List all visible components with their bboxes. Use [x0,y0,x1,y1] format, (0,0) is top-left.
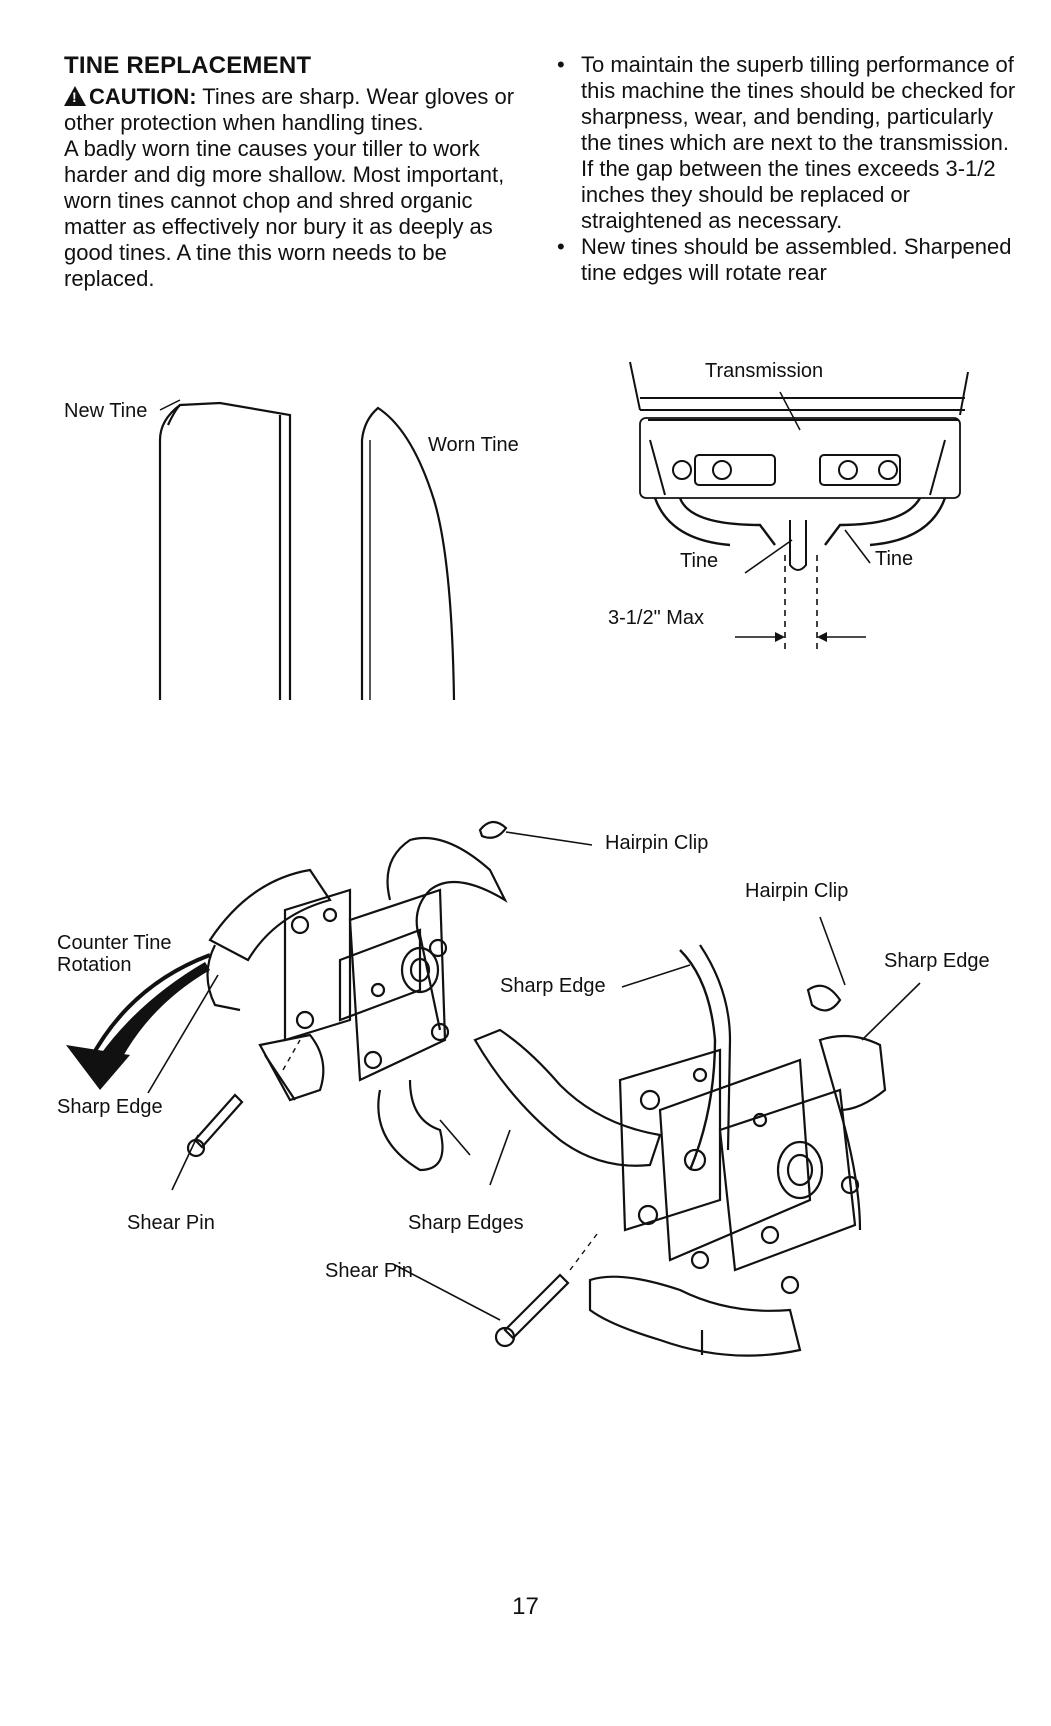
new-tine-label: New Tine [64,400,148,422]
left-text-column: TINE REPLACEMENT CAUTION: Tines are shar… [64,52,534,292]
instruction-list: • To maintain the superb tilling performa… [555,52,1025,286]
worn-tine-paragraph: A badly worn tine causes your tiller to … [64,136,505,291]
hairpin-clip-label-1: Hairpin Clip [605,832,709,854]
shear-pin-label-2: Shear Pin [325,1260,413,1282]
page-number: 17 [512,1593,539,1620]
transmission-label: Transmission [705,360,824,382]
sharp-edge-label-2: Sharp Edge [884,950,990,972]
hairpin-clip-label-2: Hairpin Clip [745,880,849,902]
bullet-text: To maintain the superb tilling performan… [581,52,1016,233]
section-title: TINE REPLACEMENT [64,52,312,79]
sharp-edge-label-1: Sharp Edge [500,975,606,997]
warning-triangle-icon [64,86,86,106]
caution-text: Tines are sharp. Wear gloves or other pr… [64,84,515,135]
counter-tine-rotation-label: Counter Tine Rotation [57,932,172,976]
caution-paragraph: CAUTION: Tines are sharp. Wear gloves or… [64,84,534,136]
list-item: • To maintain the superb tilling performa… [555,52,1025,234]
sharp-edges-label: Sharp Edges [408,1212,524,1234]
caution-label: CAUTION: [89,84,197,109]
bullet-icon: • [557,234,565,259]
worn-tine-label: Worn Tine [428,434,519,456]
shear-pin-label-1: Shear Pin [127,1212,215,1234]
list-item: • New tines should be assembled. Sharpene… [555,234,1025,286]
right-text-column: • To maintain the superb tilling performa… [555,52,1025,286]
bullet-icon: • [557,52,565,77]
tine-left-label: Tine [680,550,719,572]
max-gap-label: 3-1/2" Max [608,607,705,629]
sharp-edge-label-3: Sharp Edge [57,1096,163,1118]
bullet-text: New tines should be assembled. Sharpened… [581,234,1012,285]
tine-right-label: Tine [875,548,914,570]
